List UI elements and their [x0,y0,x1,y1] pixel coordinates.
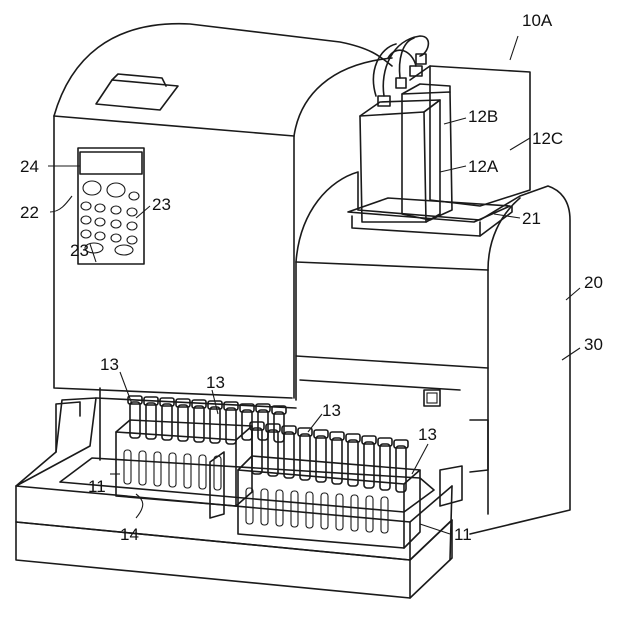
label-21: 21 [522,209,541,228]
label-30: 30 [584,335,603,354]
label-20: 20 [584,273,603,292]
label-12b: 12B [468,107,498,126]
right-rack-slots [246,488,388,533]
leader-lines [48,36,580,534]
label-23-left: 23 [70,241,89,260]
label-13-center: 13 [322,401,341,420]
small-switch [424,390,440,406]
label-13-mid: 13 [206,373,225,392]
label-24: 24 [20,157,39,176]
left-rack-slots [124,450,221,490]
label-14: 14 [120,525,139,544]
right-rack [238,422,420,548]
reagent-containers [360,36,530,222]
label-23-right: 23 [152,195,171,214]
reference-labels: 10A 12B 12C 12A 24 22 23 23 21 20 30 13 … [20,11,603,544]
display-screen [80,152,142,174]
label-22: 22 [20,203,39,222]
main-unit-body [54,24,392,460]
label-12a: 12A [468,157,499,176]
label-11-right: 11 [454,525,472,544]
label-13-right: 13 [418,425,437,444]
base-tray [16,398,462,598]
label-13-left: 13 [100,355,119,374]
right-rack-tubes [250,422,408,492]
label-12c: 12C [532,129,563,148]
keypad-keys [81,181,139,255]
rack-divider [210,452,224,518]
label-11-left: 11 [88,477,106,496]
label-10a: 10A [522,11,553,30]
